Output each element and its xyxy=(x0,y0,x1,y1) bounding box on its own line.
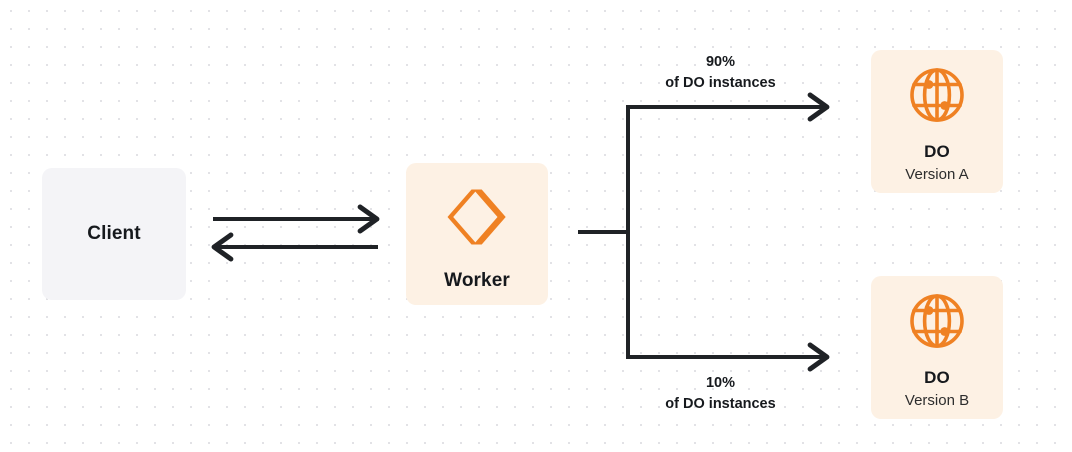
edge-label-do-b-caption: of DO instances xyxy=(665,396,776,413)
node-do-b-title: DO xyxy=(924,368,950,387)
cloudflare-workers-icon xyxy=(444,186,510,253)
edge-label-do-a-percent: 90% xyxy=(705,54,736,70)
node-do-a-title: DO xyxy=(924,142,950,161)
edge-label-do-a: 90% of DO instances xyxy=(593,52,848,94)
globe-icon xyxy=(908,292,966,355)
node-worker[interactable]: Worker xyxy=(406,163,548,305)
arrow-worker-to-do-a xyxy=(626,107,825,234)
node-do-version-a[interactable]: DO Version A xyxy=(871,50,1003,193)
globe-icon xyxy=(908,66,966,129)
node-client-title: Client xyxy=(87,223,141,244)
node-client[interactable]: Client xyxy=(42,168,186,300)
node-do-a-subtitle: Version A xyxy=(905,166,969,183)
edge-label-do-b: 10% of DO instances xyxy=(593,373,848,415)
node-do-b-subtitle: Version B xyxy=(904,392,970,409)
edge-label-do-b-percent: 10% xyxy=(705,375,736,391)
node-do-version-b[interactable]: DO Version B xyxy=(871,276,1003,419)
edge-label-do-a-caption: of DO instances xyxy=(665,75,776,92)
node-worker-title: Worker xyxy=(444,270,510,291)
arrow-worker-to-do-b xyxy=(626,230,825,357)
